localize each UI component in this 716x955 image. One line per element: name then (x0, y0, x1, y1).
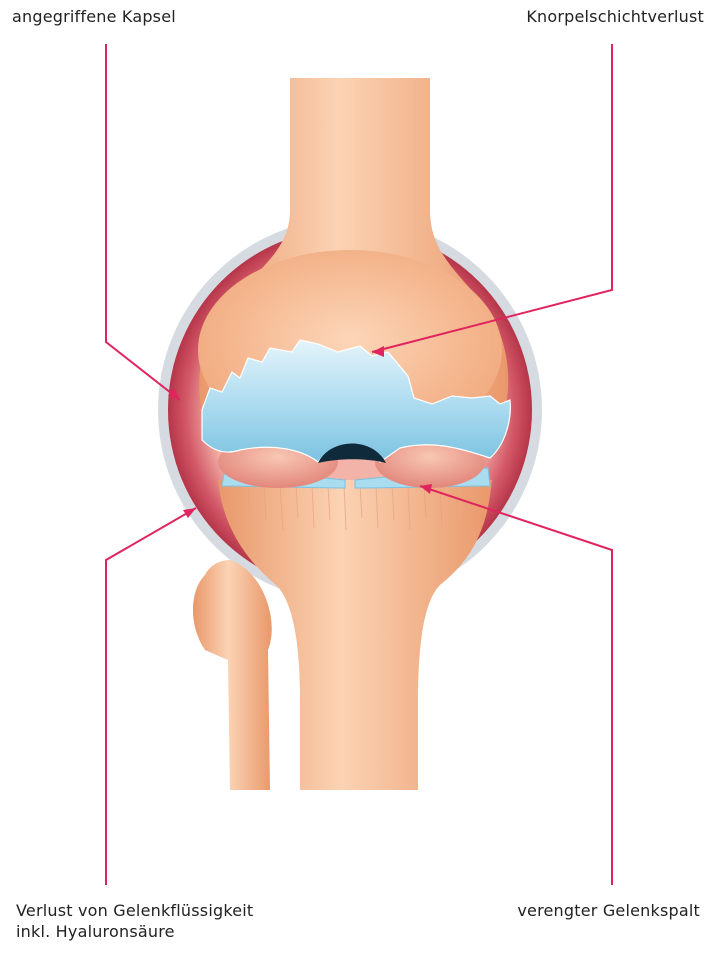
label-synovial-fluid-loss-line1: Verlust von Gelenkflüssigkeit (16, 900, 253, 921)
label-synovial-fluid-loss: Verlust von Gelenkflüssigkeit inkl. Hyal… (16, 900, 253, 942)
label-damaged-capsule: angegriffene Kapsel (12, 6, 176, 27)
label-narrowed-joint-space: verengter Gelenkspalt (517, 900, 700, 921)
label-synovial-fluid-loss-line2: inkl. Hyaluronsäure (16, 921, 253, 942)
label-cartilage-loss: Knorpelschichtverlust (526, 6, 704, 27)
leader-line-fluid (106, 508, 196, 885)
fibula (193, 560, 272, 790)
